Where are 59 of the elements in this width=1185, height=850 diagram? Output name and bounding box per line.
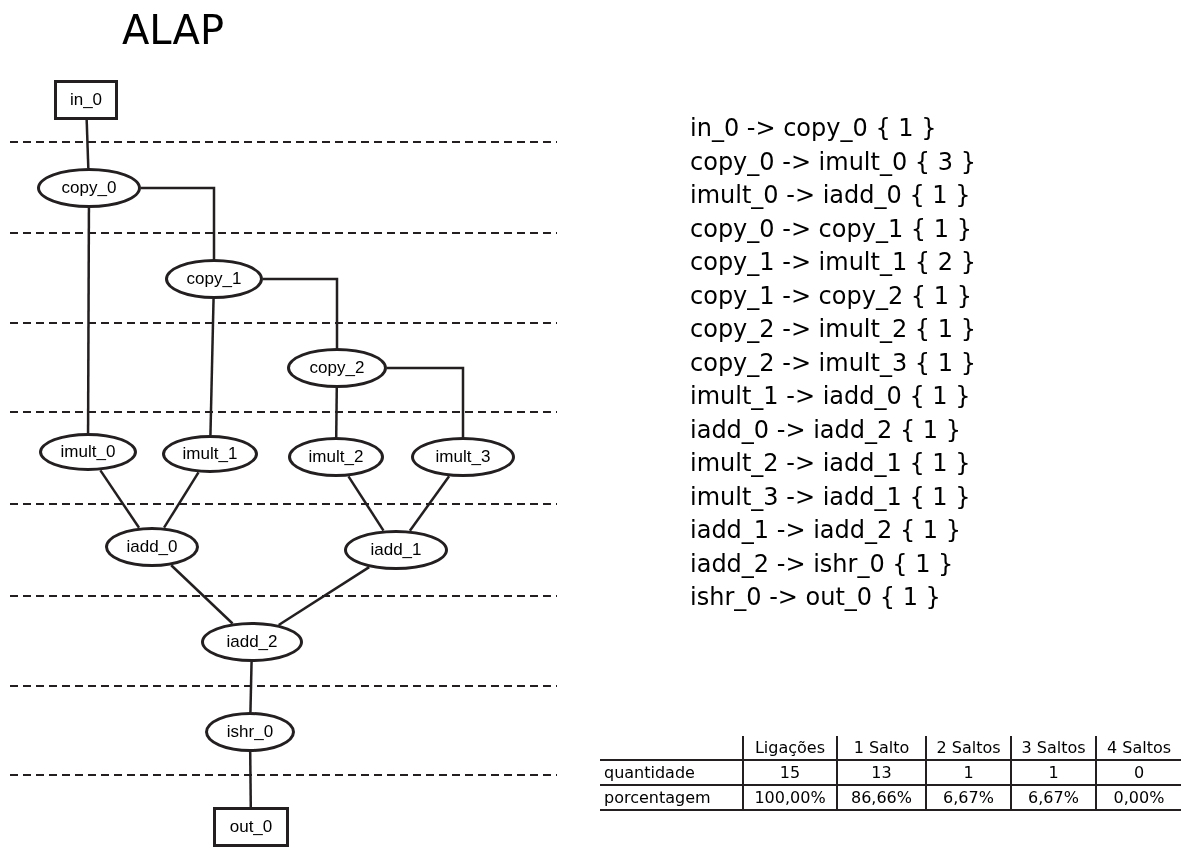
connector-line [347,475,385,532]
connector-line [408,475,451,532]
edge-list-entry: imult_2 -> iadd_1 { 1 } [690,448,972,479]
connector-line [387,366,465,437]
table-header-cell: Ligações [742,736,836,759]
connector-line [209,298,215,436]
operation-ellipse: imult_3 [411,437,515,477]
connector-line [99,469,141,529]
table-header-cell: 2 Saltos [925,736,1010,759]
edge-list-entry: imult_3 -> iadd_1 { 1 } [690,481,972,513]
diagram-title: ALAP [122,10,225,50]
table-header-cell: 1 Salto [836,736,925,759]
io-box: in_0 [54,80,118,120]
edge-list-entry: copy_1 -> imult_1 { 2 } [690,247,976,278]
connector-line [85,119,90,169]
edge-list-entry: ishr_0 -> out_0 { 1 } [690,582,942,613]
row-header-cell-text: porcentagem [603,787,712,809]
table-cell: 6,67% [1010,786,1095,809]
io-box: out_0 [213,807,289,847]
table-cell: 6,67% [925,786,1010,809]
table-cell: 0,00% [1095,786,1181,809]
connector-line [141,186,216,259]
edge-list-entry: copy_0 -> imult_0 { 3 } [690,146,976,178]
edge-list-entry: copy_0 -> copy_1 { 1 } [690,213,973,245]
edge-list-entry: copy_2 -> imult_2 { 1 } [690,314,976,345]
operation-ellipse: imult_2 [288,437,384,477]
table-header-cell: 4 Saltos [1095,736,1181,759]
edge-list-entry: iadd_1 -> iadd_2 { 1 } [690,515,962,546]
connector-line [163,471,200,529]
connector-line [249,661,253,713]
table-cell: 0 [1095,761,1181,784]
edge-list-entry: in_0 -> copy_0 { 1 } [690,113,938,144]
connector-line [263,277,339,348]
table-cell: 15 [742,761,836,784]
connector-line [248,752,253,807]
edge-list-entry: copy_1 -> copy_2 { 1 } [690,280,973,312]
operation-ellipse: imult_0 [39,433,137,471]
table-header-cell: 3 Saltos [1010,736,1095,759]
operation-ellipse: ishr_0 [205,712,295,752]
row-header-cell-text: quantidade [603,762,696,784]
operation-ellipse: iadd_1 [344,530,448,570]
edge-list-entry: copy_2 -> imult_3 { 1 } [690,347,976,379]
table-cell: 1 [1010,761,1095,784]
connector-line [334,388,339,437]
operation-ellipse: iadd_0 [105,527,199,567]
operation-ellipse: copy_0 [37,168,141,208]
operation-ellipse: imult_1 [162,435,258,473]
table-cell: 86,66% [836,786,925,809]
operation-ellipse: iadd_2 [201,622,303,662]
edge-list-entry: imult_0 -> iadd_0 { 1 } [690,180,972,211]
table-cell: 1 [925,761,1010,784]
edge-list-entry: iadd_0 -> iadd_2 { 1 } [690,414,962,446]
operation-ellipse: copy_2 [287,348,387,388]
connector-line [86,208,91,433]
operation-ellipse: copy_1 [165,259,263,299]
table-cell: 100,00% [742,786,836,809]
edge-list-entry: imult_1 -> iadd_0 { 1 } [690,381,972,412]
edge-list-entry: iadd_2 -> ishr_0 { 1 } [690,548,955,580]
table-cell: 13 [836,761,925,784]
